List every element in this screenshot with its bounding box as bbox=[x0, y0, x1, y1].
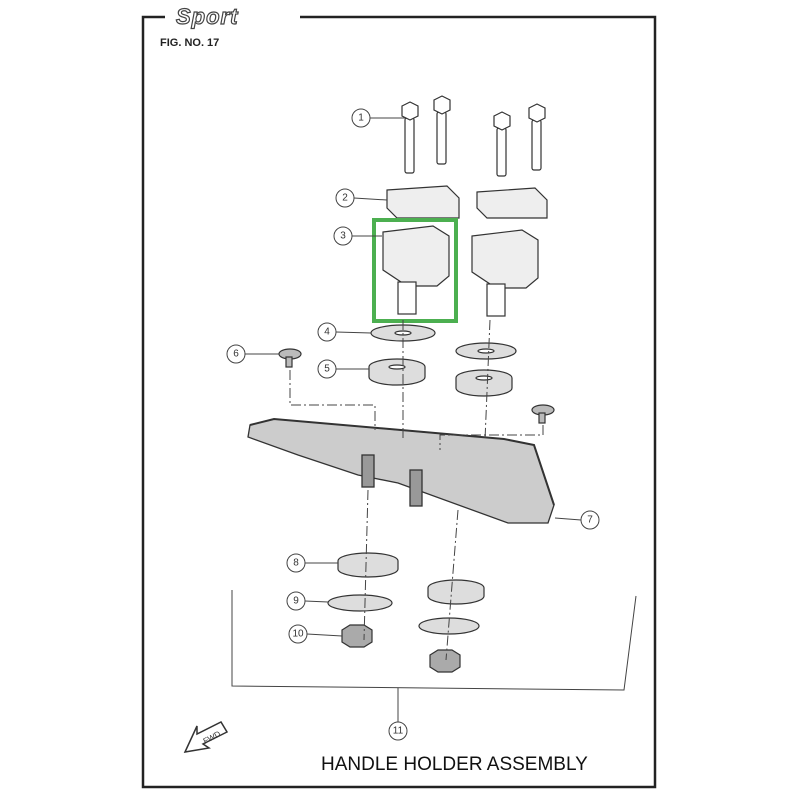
handle-holders bbox=[382, 225, 539, 317]
callout-7: 7 bbox=[580, 510, 600, 530]
svg-text:9: 9 bbox=[293, 596, 299, 607]
callout-2: 2 bbox=[335, 188, 355, 208]
svg-text:3: 3 bbox=[340, 231, 346, 242]
svg-text:7: 7 bbox=[587, 515, 593, 526]
top-plate bbox=[247, 417, 555, 524]
svg-text:5: 5 bbox=[324, 364, 330, 375]
callout-9: 9 bbox=[286, 591, 306, 611]
upper-clamps bbox=[386, 185, 548, 219]
figure-number: FIG. NO. 17 bbox=[160, 37, 220, 49]
callout-10: 10 bbox=[288, 624, 308, 644]
callout-4: 4 bbox=[317, 322, 337, 342]
svg-text:8: 8 bbox=[293, 558, 299, 569]
screws bbox=[278, 348, 555, 424]
bolts bbox=[401, 95, 546, 177]
axis-lines bbox=[289, 319, 544, 661]
highlight-box bbox=[372, 218, 458, 323]
svg-text:10: 10 bbox=[292, 629, 304, 640]
callout-3: 3 bbox=[333, 226, 353, 246]
svg-text:11: 11 bbox=[393, 726, 404, 737]
callout-5: 5 bbox=[317, 359, 337, 379]
callout-1: 1 bbox=[351, 108, 371, 128]
fwd-arrow-icon: FWD bbox=[183, 721, 229, 753]
washers bbox=[327, 324, 517, 635]
callout-6: 6 bbox=[226, 344, 246, 364]
assembly-bracket bbox=[231, 590, 637, 722]
svg-text:4: 4 bbox=[324, 327, 330, 338]
svg-text:6: 6 bbox=[233, 349, 239, 360]
callout-8: 8 bbox=[286, 553, 306, 573]
callouts: 1 2 3 4 5 6 7 8 9 10 11 bbox=[226, 108, 600, 741]
brand-logo: Sport bbox=[175, 3, 239, 29]
frame bbox=[141, 15, 657, 789]
diagram-title: HANDLE HOLDER ASSEMBLY bbox=[321, 754, 588, 775]
leader-lines bbox=[245, 117, 582, 637]
svg-text:2: 2 bbox=[342, 193, 348, 204]
svg-text:1: 1 bbox=[358, 113, 364, 124]
callout-11: 11 bbox=[388, 721, 408, 741]
